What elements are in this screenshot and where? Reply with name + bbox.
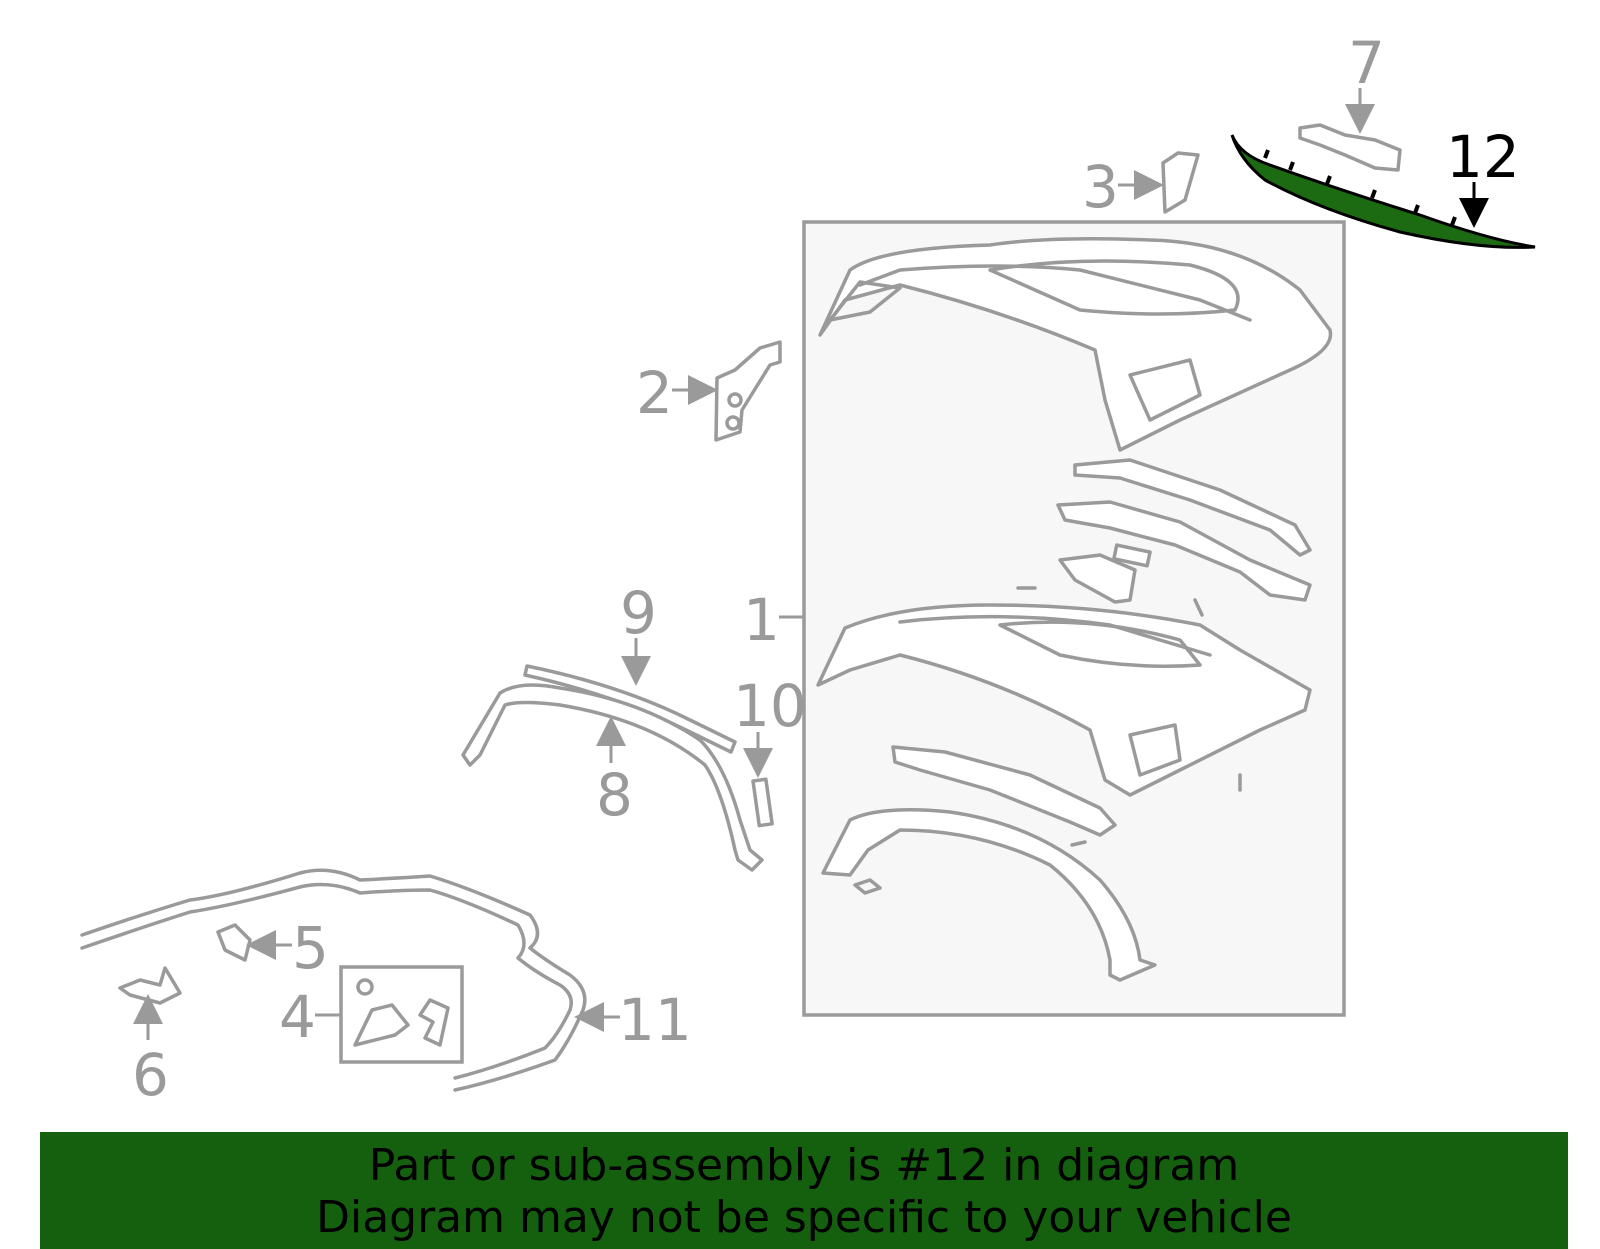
part-7-bracket: [1298, 123, 1402, 172]
callout-10: 10: [733, 672, 807, 740]
info-banner: Part or sub-assembly is #12 in diagram D…: [40, 1132, 1568, 1249]
part-3-bracket: [1161, 151, 1200, 214]
part-12-clips: [1263, 149, 1457, 226]
callout-12: 12: [1446, 123, 1520, 191]
banner-line-2: Diagram may not be specific to your vehi…: [316, 1192, 1292, 1243]
part-8-rail: [461, 683, 764, 872]
part-9-strip: [523, 664, 737, 754]
callout-8: 8: [596, 761, 633, 829]
part-12-molding: [1230, 134, 1536, 249]
part-6-clip: [118, 966, 182, 1005]
banner-line-1: Part or sub-assembly is #12 in diagram: [368, 1140, 1240, 1191]
part-5-clip: [216, 923, 252, 962]
part-1-lower-body: [816, 603, 1312, 797]
part-1-lower-frame: [821, 745, 1157, 982]
part-11-weatherstrip: [80, 868, 587, 1092]
callout-7: 7: [1348, 29, 1385, 97]
callout-5: 5: [292, 914, 329, 982]
part-1-rails: [1016, 458, 1312, 617]
callout-11: 11: [618, 986, 692, 1054]
callout-3: 3: [1082, 153, 1119, 221]
part-10-insert: [751, 777, 774, 828]
callout-6: 6: [132, 1041, 169, 1109]
callout-9: 9: [620, 579, 657, 647]
leader-lines: [133, 88, 1489, 1040]
part-1-upper-shell: [818, 237, 1333, 452]
callout-2: 2: [636, 359, 673, 427]
callout-4: 4: [279, 983, 316, 1051]
callout-1: 1: [743, 586, 780, 654]
